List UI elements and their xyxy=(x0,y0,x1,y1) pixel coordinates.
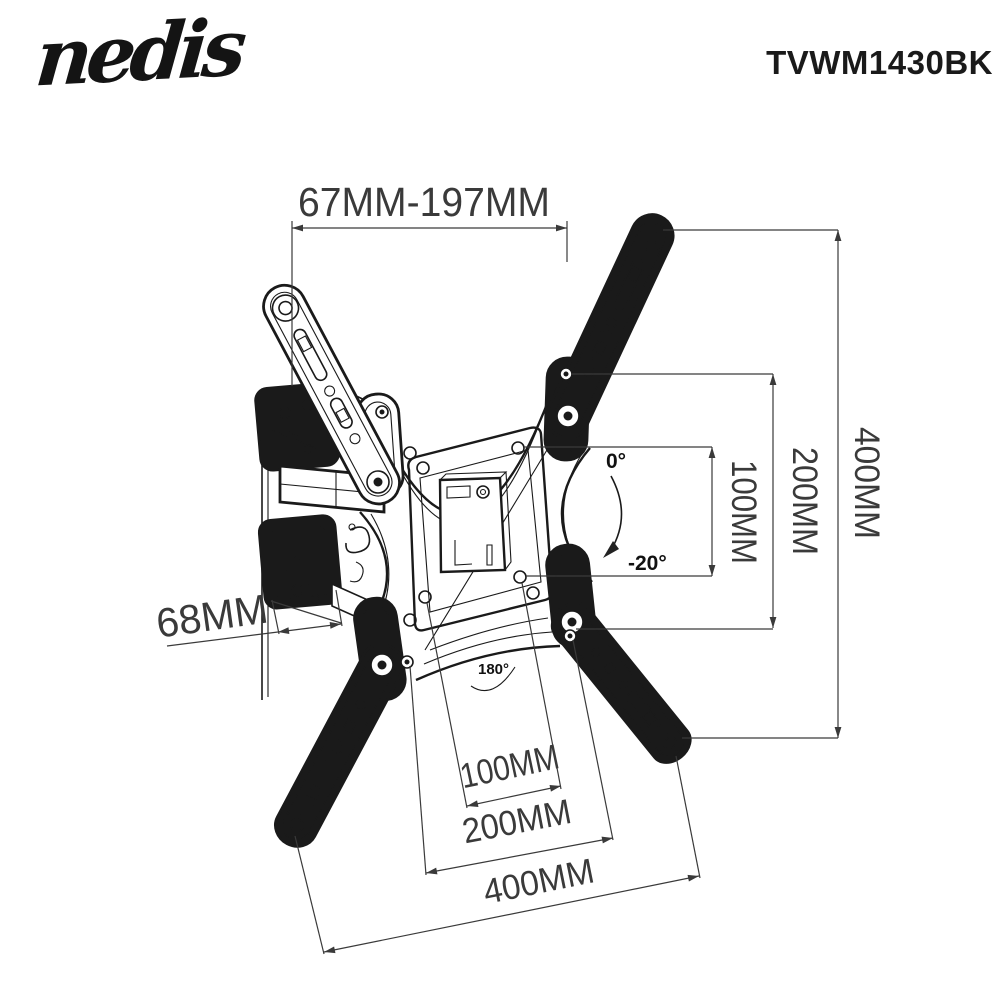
dimension-right-400: 400MM xyxy=(663,229,886,739)
screw xyxy=(303,444,313,454)
vesa-hole xyxy=(403,446,417,460)
swivel-label: 180° xyxy=(478,661,509,678)
tilt-max-label: 0° xyxy=(606,450,626,473)
vesa-hole xyxy=(511,441,525,455)
dim-right-200-label: 200MM xyxy=(785,447,824,555)
product-code: TVWM1430BK xyxy=(766,44,993,81)
tilt-arrow xyxy=(603,541,619,558)
screw xyxy=(310,594,320,604)
dim-top-label: 67MM-197MM xyxy=(298,179,550,225)
adapter-block xyxy=(438,471,512,574)
dimension-bottom-100: 100MM xyxy=(426,582,563,809)
clip-screw xyxy=(348,523,356,531)
vesa-hole xyxy=(513,570,527,584)
mount-hole xyxy=(291,584,304,597)
vesa-hole xyxy=(526,586,540,600)
dim-right-400-label: 400MM xyxy=(847,427,886,539)
dim-bottom-100-label: 100MM xyxy=(457,737,563,796)
dim-bottom-200-label: 200MM xyxy=(459,792,574,851)
cable-clip xyxy=(345,526,371,554)
dim-bottom-400-label: 400MM xyxy=(480,851,598,912)
dim-depth-label: 68MM xyxy=(153,586,270,647)
tilt-min-label: -20° xyxy=(628,552,667,575)
tilt-angle-annotation: 0° -20° xyxy=(603,450,667,575)
vesa-hole xyxy=(403,613,417,627)
mount-hole xyxy=(278,406,291,419)
bracket-bottom-plate xyxy=(257,514,343,610)
swivel-annotation: 180° xyxy=(470,661,516,691)
dimension-right-200: 200MM xyxy=(572,373,824,630)
pivot-bolts xyxy=(366,367,584,677)
vesa-hole xyxy=(418,590,432,604)
dimension-right-100: 100MM xyxy=(524,446,763,577)
dimension-top-width: 67MM-197MM xyxy=(291,179,568,386)
vesa-hole xyxy=(416,461,430,475)
cable-hook xyxy=(349,561,364,583)
dim-right-100-label: 100MM xyxy=(724,460,763,564)
